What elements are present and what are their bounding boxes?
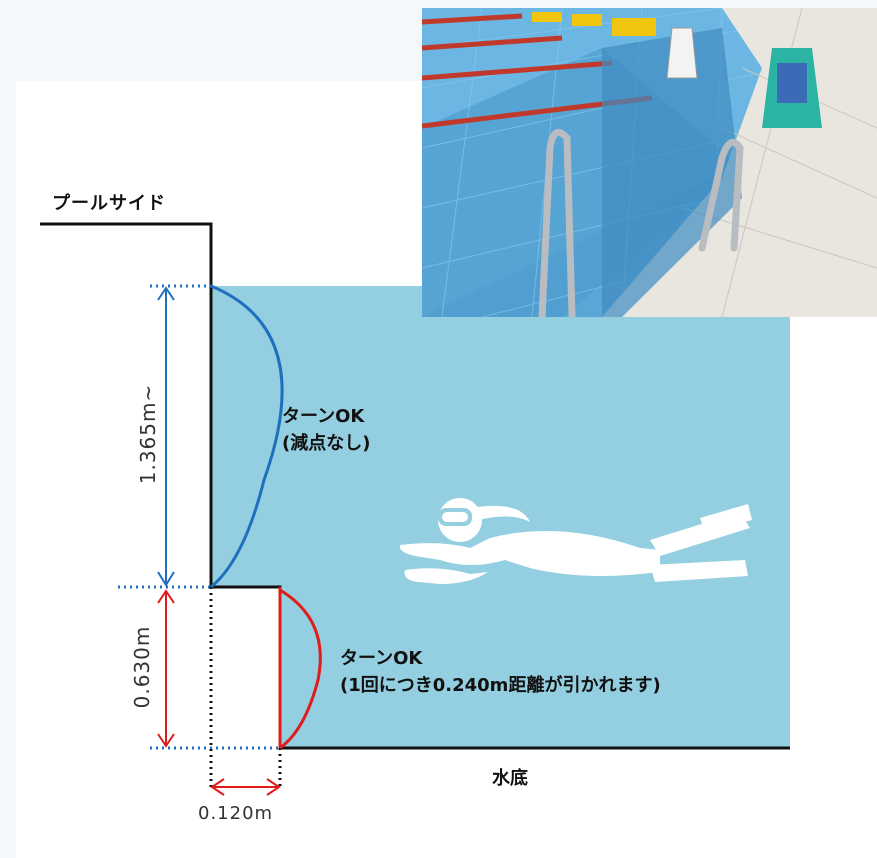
pool-wall-outline xyxy=(40,222,790,750)
pool-floor-label: 水底 xyxy=(492,768,528,789)
step-width-dimension: 0.120m xyxy=(198,803,274,824)
turn-ok-upper-line1: ターンOK xyxy=(282,406,365,427)
turn-ok-upper-line2: (減点なし) xyxy=(282,433,371,454)
step-height-dimension: 0.630m xyxy=(130,625,154,709)
turn-ok-lower-line1: ターンOK xyxy=(340,648,423,669)
upper-depth-dimension: 1.365m~ xyxy=(136,383,160,485)
turn-ok-upper-arc xyxy=(210,284,284,589)
step-width-arrow xyxy=(210,778,281,796)
guide-lines xyxy=(118,284,282,790)
poolside-label: プールサイド xyxy=(52,193,166,214)
upper-depth-arrow xyxy=(157,286,175,587)
turn-ok-upper-label: ターンOK (減点なし) xyxy=(282,403,370,457)
turn-ok-lower-label: ターンOK (1回につき0.240m距離が引かれます) xyxy=(340,645,661,699)
swimmer-with-fins-icon xyxy=(399,498,752,584)
turn-ok-lower-line2: (1回につき0.240m距離が引かれます) xyxy=(340,675,661,696)
pool-wall-with-ladder-photo xyxy=(422,8,877,317)
turn-ok-lower-arc xyxy=(279,588,322,750)
step-height-arrow xyxy=(157,589,175,748)
water-area xyxy=(211,286,790,748)
